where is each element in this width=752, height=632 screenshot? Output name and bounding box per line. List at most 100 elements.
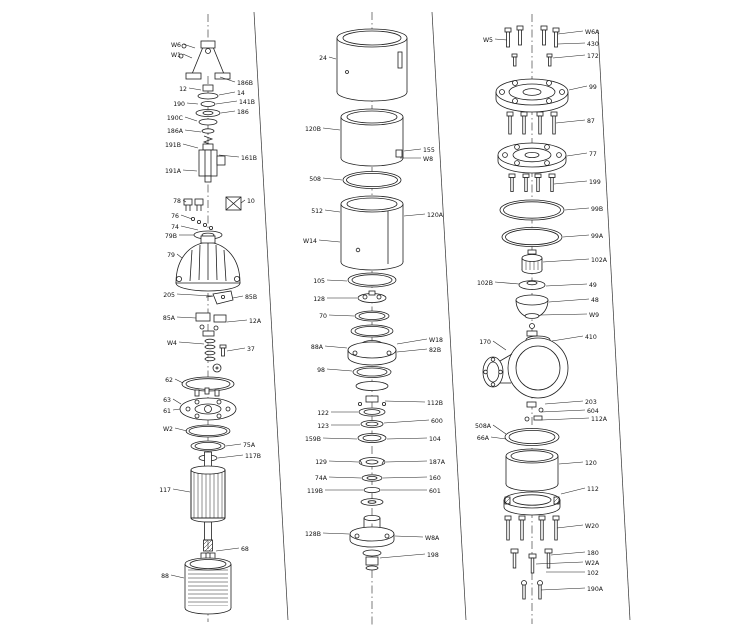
- part-label: 198: [427, 552, 439, 559]
- part-label: 112A: [591, 416, 608, 423]
- part-label: W18: [429, 337, 443, 344]
- part-washer-ring-5: [357, 433, 387, 443]
- part-label: 37: [247, 346, 255, 353]
- leader-line: [382, 476, 428, 479]
- leader-line: [556, 524, 584, 529]
- part-label: 205: [163, 292, 175, 299]
- leader-line: [186, 102, 199, 105]
- part-label: W2A: [585, 560, 600, 567]
- part-spacer-ring: [190, 440, 226, 452]
- part-shell-o-ring: [342, 171, 402, 189]
- leader-line: [545, 283, 588, 287]
- part-label: 160: [429, 475, 441, 482]
- part-label: 63: [163, 397, 171, 404]
- leader-line: [326, 368, 353, 372]
- leader-line: [217, 454, 244, 459]
- part-volute-casing: [482, 335, 569, 399]
- part-label: W6: [171, 42, 181, 49]
- part-wear-ring: [504, 428, 560, 446]
- part-large-o-ring-2: [501, 227, 563, 247]
- leader-line: [490, 436, 507, 440]
- assembly-pump-end-stack: [482, 25, 569, 600]
- leader-line: [566, 152, 588, 157]
- leader-line: [558, 461, 584, 465]
- part-bearing-cover: [495, 78, 569, 113]
- part-impeller-ring-1: [352, 366, 392, 378]
- part-seal-flange: [497, 142, 567, 174]
- part-bearing-plate: [179, 387, 237, 421]
- part-small-washers: [204, 338, 227, 362]
- leader-line: [180, 214, 193, 220]
- leader-line: [218, 154, 240, 158]
- leader-line: [544, 400, 584, 405]
- leader-line: [174, 427, 188, 432]
- centerlines: [207, 12, 533, 626]
- part-large-o-ring-1: [499, 199, 565, 221]
- part-label: 85A: [163, 315, 176, 322]
- leader-line: [176, 293, 213, 297]
- part-label: 74A: [315, 475, 328, 482]
- part-label: 66A: [477, 435, 490, 442]
- leader-line: [324, 345, 348, 349]
- part-plug-disc: [212, 363, 222, 373]
- leader-line: [176, 253, 183, 259]
- leader-line: [318, 239, 341, 243]
- part-suction-spacer: [505, 448, 559, 492]
- leader-line: [215, 100, 238, 105]
- part-label: 87: [587, 118, 595, 125]
- part-shaft-nut: [362, 549, 382, 571]
- part-label: 119B: [307, 488, 323, 495]
- part-label: 129: [315, 459, 327, 466]
- part-motor-end-bell: [175, 235, 241, 292]
- leader-line: [328, 476, 362, 479]
- part-shaft-coupling-right: [521, 249, 543, 274]
- part-flanged-ring: [503, 491, 561, 516]
- part-label: 410: [585, 334, 597, 341]
- part-label: 79B: [165, 233, 177, 240]
- leader-line: [219, 76, 236, 83]
- leader-line: [182, 169, 198, 172]
- leader-line: [182, 43, 196, 49]
- part-washer-ring-2: [350, 324, 394, 338]
- leader-line: [564, 207, 590, 211]
- panel-divider-line: [597, 29, 631, 621]
- part-terminal-clamps: [195, 312, 227, 337]
- part-label: 98: [317, 367, 325, 374]
- leader-line: [324, 209, 341, 213]
- part-label: 186: [237, 109, 249, 116]
- leader-line: [540, 587, 586, 591]
- leader-line: [322, 127, 341, 131]
- leader-line: [328, 56, 337, 60]
- part-label: W4: [167, 340, 177, 347]
- leader-line: [218, 91, 236, 96]
- leader-line: [403, 148, 422, 152]
- part-cable-guard: [205, 290, 234, 305]
- part-label: 61: [163, 408, 171, 415]
- part-washer-ring-6: [361, 474, 383, 482]
- part-label: 76: [171, 213, 179, 220]
- part-washer-ring-8: [360, 498, 384, 506]
- part-junction-plate: [225, 196, 242, 211]
- leader-line: [535, 561, 584, 565]
- leader-line: [386, 437, 428, 440]
- part-label: 10: [247, 198, 255, 205]
- part-label: 159B: [305, 436, 321, 443]
- part-label: W9: [589, 312, 599, 319]
- part-label: 117: [159, 487, 171, 494]
- part-label: 512: [311, 208, 323, 215]
- part-small-seal-parts: [526, 323, 538, 337]
- leader-line: [560, 487, 586, 495]
- part-inner-sleeve: [340, 108, 404, 167]
- part-label: 190A: [587, 586, 604, 593]
- leader-line: [562, 234, 590, 238]
- part-label: W8A: [425, 535, 440, 542]
- part-label: 161B: [241, 155, 257, 162]
- leader-line: [225, 443, 242, 447]
- part-label: 141B: [239, 99, 255, 106]
- part-label: 172: [587, 53, 599, 60]
- part-label: 74: [171, 224, 179, 231]
- leader-line: [182, 143, 199, 149]
- leader-line: [215, 547, 240, 552]
- part-label: 99A: [591, 233, 604, 240]
